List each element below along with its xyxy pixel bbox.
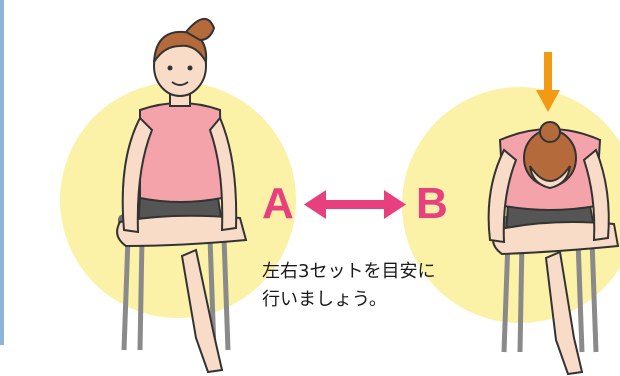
pose-b-label: B	[416, 179, 448, 228]
chair-right	[501, 239, 599, 353]
instruction-line-1: 左右3セットを目安に	[262, 261, 436, 282]
pose-a-label: A	[262, 179, 294, 228]
instruction-line-2: 行いましょう。	[262, 289, 387, 310]
figure-pose-a	[116, 18, 248, 374]
double-arrow-icon	[304, 190, 406, 219]
left-border	[0, 0, 4, 345]
down-arrow-icon	[536, 52, 560, 112]
figure-pose-b	[487, 121, 620, 376]
instruction-text: 左右3セットを目安に 行いましょう。	[262, 258, 492, 314]
